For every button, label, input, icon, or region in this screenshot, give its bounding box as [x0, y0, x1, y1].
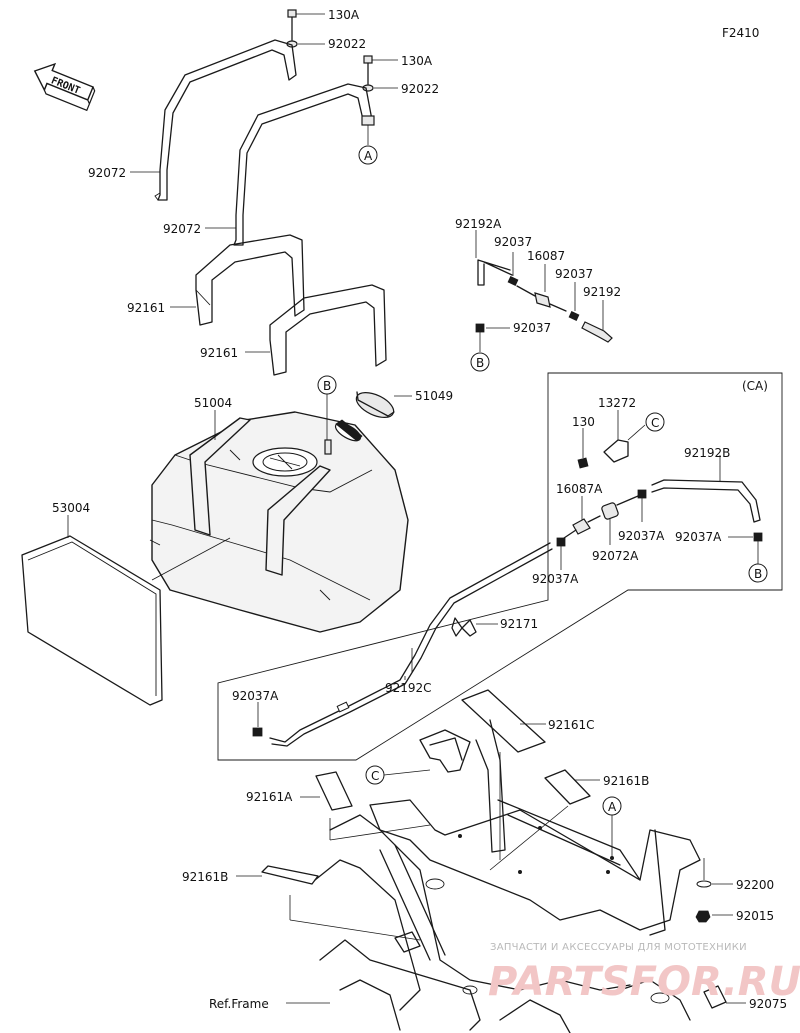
ca-region-box — [217, 372, 783, 761]
pad-92075 — [703, 985, 746, 1009]
part-label-92022: 92022 — [401, 82, 439, 96]
washer-92022-2 — [362, 84, 398, 92]
part-label-92037: 92037 — [513, 321, 551, 335]
part-label-92015: 92015 — [736, 909, 774, 923]
nut-92015 — [695, 910, 733, 923]
fuel-cap-51049 — [334, 391, 395, 442]
front-arrow-icon: FRONT — [33, 62, 96, 112]
filter-16087 — [516, 285, 567, 312]
part-label-92192A: 92192A — [455, 217, 502, 231]
plate-53004 — [21, 535, 163, 706]
part-label-92171: 92171 — [500, 617, 538, 631]
part-label-92161A: 92161A — [246, 790, 293, 804]
pad-92161A — [300, 771, 353, 811]
hose-92192 — [581, 321, 613, 343]
part-label-130A: 130A — [401, 54, 433, 68]
part-label-92161: 92161 — [200, 346, 238, 360]
part-label-51004: 51004 — [194, 396, 232, 410]
part-label-51049: 51049 — [415, 389, 453, 403]
part-label-92075: 92075 — [749, 997, 787, 1011]
part-label-16087: 16087 — [527, 249, 565, 263]
clamp-92037A-3 — [556, 537, 566, 570]
clip-92171 — [451, 617, 498, 637]
pad-92161B-1 — [489, 769, 600, 871]
hose-92192C — [269, 542, 553, 747]
part-label-92072A: 92072A — [592, 549, 639, 563]
clamp-92037-2 — [568, 311, 580, 321]
part-label-92037: 92037 — [494, 235, 532, 249]
callout-c: C — [651, 416, 659, 430]
bracket-13272 — [603, 410, 646, 463]
watermark-line2: PARTSFOR.RU — [488, 959, 800, 1005]
part-label-92192: 92192 — [583, 285, 621, 299]
clamp-92037-1 — [507, 276, 519, 286]
bolt-130A-2 — [363, 55, 398, 85]
part-label-92200: 92200 — [736, 878, 774, 892]
clamp-92037A-2 — [728, 532, 763, 564]
part-label-92072: 92072 — [163, 222, 201, 236]
callout-b: B — [476, 356, 484, 370]
part-label-92037: 92037 — [555, 267, 593, 281]
strap-92072-1 — [154, 39, 297, 201]
callout-b: B — [754, 567, 762, 581]
hose-92192A — [477, 259, 513, 286]
part-label-16087A: 16087A — [556, 482, 603, 496]
part-label-92161B: 92161B — [182, 870, 228, 884]
clamp-92037A-4 — [252, 702, 263, 737]
callout-a: A — [608, 800, 617, 814]
valve-92072A — [601, 495, 639, 545]
bolt-130A-1 — [287, 9, 325, 41]
part-label-92192B: 92192B — [684, 446, 730, 460]
vehicle-frame — [314, 719, 701, 1033]
part-label-130A: 130A — [328, 8, 360, 22]
part-label-92037A: 92037A — [618, 529, 665, 543]
figure-id: F2410 — [722, 26, 759, 40]
filter-16087A — [563, 496, 601, 539]
callout-b: B — [323, 379, 331, 393]
hose-92192B — [651, 479, 761, 523]
ca-label: (CA) — [742, 379, 768, 393]
callout-a: A — [364, 149, 373, 163]
bolt-130 — [577, 428, 589, 469]
part-label-130: 130 — [572, 415, 595, 429]
part-label-92022: 92022 — [328, 37, 366, 51]
part-label-13272: 13272 — [598, 396, 636, 410]
ref-frame-label: Ref.Frame — [209, 997, 269, 1011]
strap-92072-2 — [233, 83, 375, 246]
part-label-92161B: 92161B — [603, 774, 649, 788]
part-label-92161: 92161 — [127, 301, 165, 315]
pad-92161-1 — [195, 234, 305, 326]
fuel-tank-51004 — [149, 411, 409, 633]
part-label-92192C: 92192C — [385, 681, 432, 695]
clamp-92037-3 — [475, 323, 510, 333]
part-label-92072: 92072 — [88, 166, 126, 180]
clamp-92037A-1 — [637, 489, 647, 522]
part-label-92161C: 92161C — [548, 718, 595, 732]
watermark-line1: ЗАПЧАСТИ И АКСЕССУАРЫ ДЛЯ МОТОТЕХНИКИ — [490, 942, 747, 953]
part-label-53004: 53004 — [52, 501, 90, 515]
pad-92161B-2 — [236, 865, 319, 885]
part-label-92037A: 92037A — [675, 530, 722, 544]
part-label-92037A: 92037A — [532, 572, 579, 586]
part-label-92037A: 92037A — [232, 689, 279, 703]
washer-92200 — [696, 858, 733, 888]
callout-c: C — [371, 769, 379, 783]
pad-92161-2 — [269, 284, 387, 376]
